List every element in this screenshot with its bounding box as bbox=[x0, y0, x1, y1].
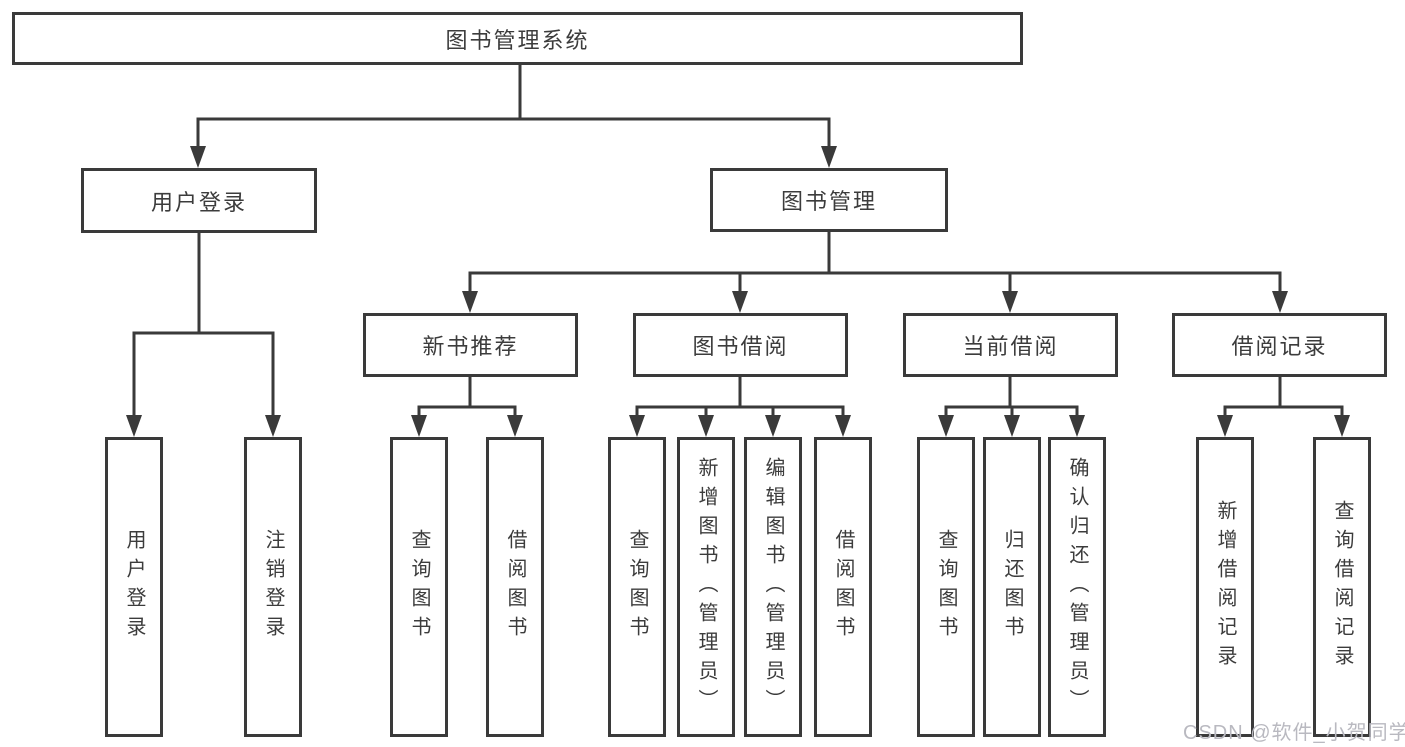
node-book-management: 图书管理 bbox=[710, 168, 948, 232]
leaf-borrow-books-recommend-label: 借阅图书 bbox=[504, 529, 526, 645]
leaf-query-books-recommend: 查询图书 bbox=[390, 437, 448, 737]
leaf-add-borrow-record-label: 新增借阅记录 bbox=[1214, 500, 1236, 674]
node-current-borrowing: 当前借阅 bbox=[903, 313, 1118, 377]
leaf-query-books-recommend-label: 查询图书 bbox=[408, 529, 430, 645]
leaf-borrow-books-recommend: 借阅图书 bbox=[486, 437, 544, 737]
leaf-add-books-admin: 新增图书（管理员） bbox=[677, 437, 735, 737]
leaf-confirm-return-admin-label: 确认归还（管理员） bbox=[1066, 456, 1088, 718]
leaf-add-borrow-record: 新增借阅记录 bbox=[1196, 437, 1254, 737]
leaf-query-borrow-record-label: 查询借阅记录 bbox=[1331, 500, 1353, 674]
leaf-add-books-admin-label: 新增图书（管理员） bbox=[695, 456, 717, 718]
node-user-login-label: 用户登录 bbox=[150, 189, 247, 215]
leaf-logout-label: 注销登录 bbox=[262, 529, 284, 645]
leaf-query-books-borrowing: 查询图书 bbox=[608, 437, 666, 737]
node-user-login: 用户登录 bbox=[81, 168, 317, 233]
node-borrowing-records-label: 借阅记录 bbox=[1231, 334, 1328, 359]
leaf-edit-books-admin: 编辑图书（管理员） bbox=[744, 437, 802, 737]
leaf-return-books-label: 归还图书 bbox=[1001, 529, 1023, 645]
node-root: 图书管理系统 bbox=[12, 12, 1023, 65]
leaf-user-login: 用户登录 bbox=[105, 437, 163, 737]
leaf-query-books-current: 查询图书 bbox=[917, 437, 975, 737]
node-borrowing-records: 借阅记录 bbox=[1172, 313, 1387, 377]
node-new-book-recommend: 新书推荐 bbox=[363, 313, 578, 377]
leaf-confirm-return-admin: 确认归还（管理员） bbox=[1048, 437, 1106, 737]
node-current-borrowing-label: 当前借阅 bbox=[962, 334, 1059, 359]
leaf-edit-books-admin-label: 编辑图书（管理员） bbox=[762, 456, 784, 718]
leaf-query-books-current-label: 查询图书 bbox=[935, 529, 957, 645]
node-root-label: 图书管理系统 bbox=[445, 27, 590, 53]
leaf-query-borrow-record: 查询借阅记录 bbox=[1313, 437, 1371, 737]
leaf-logout: 注销登录 bbox=[244, 437, 302, 737]
leaf-query-books-borrowing-label: 查询图书 bbox=[626, 529, 648, 645]
node-book-management-label: 图书管理 bbox=[780, 189, 877, 214]
node-book-borrowing: 图书借阅 bbox=[633, 313, 848, 377]
csdn-watermark: CSDN @软件_小贺同学 bbox=[1183, 722, 1405, 744]
leaf-return-books: 归还图书 bbox=[983, 437, 1041, 737]
leaf-borrow-books-borrowing-label: 借阅图书 bbox=[832, 529, 854, 645]
node-book-borrowing-label: 图书借阅 bbox=[692, 334, 789, 359]
leaf-user-login-label: 用户登录 bbox=[123, 529, 145, 645]
leaf-borrow-books-borrowing: 借阅图书 bbox=[814, 437, 872, 737]
node-new-book-recommend-label: 新书推荐 bbox=[422, 334, 519, 359]
